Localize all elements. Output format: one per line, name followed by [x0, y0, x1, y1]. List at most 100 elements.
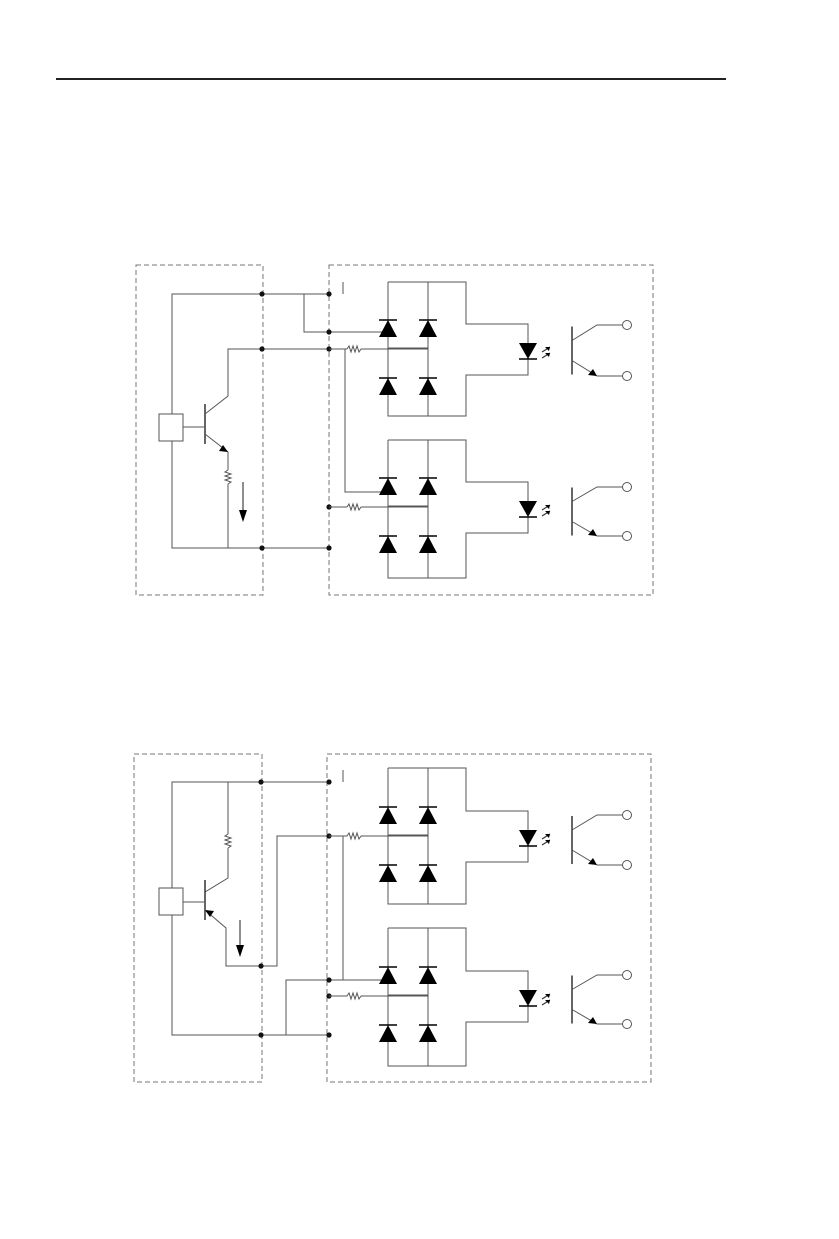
circuit-bottom — [133, 753, 652, 1083]
diode-icon — [419, 1024, 437, 1042]
wire — [571, 1009, 622, 1025]
transistor-emitter-arrow — [205, 910, 214, 917]
diode-triangle — [419, 320, 437, 337]
wire — [571, 974, 622, 990]
arrow-head — [239, 510, 247, 522]
resistor-icon — [346, 991, 362, 1001]
diode-triangle — [379, 865, 397, 882]
led-icon — [519, 343, 551, 360]
junction-dot-icon — [326, 779, 332, 785]
diode-icon — [419, 806, 437, 824]
terminal-icon — [622, 320, 632, 330]
wire — [387, 281, 529, 417]
led-ray-head — [545, 511, 550, 515]
phototransistor-icon — [571, 320, 632, 381]
led-icon — [519, 990, 551, 1007]
diode-triangle — [379, 1025, 397, 1042]
sensor-box — [135, 264, 264, 596]
wire — [204, 433, 229, 470]
sensor-element — [158, 413, 184, 442]
wire — [261, 835, 329, 967]
diode-icon — [379, 966, 397, 984]
led-ray-head — [545, 347, 550, 351]
wire — [285, 979, 329, 1035]
wire — [204, 909, 261, 967]
optocoupler-channel — [329, 927, 632, 1067]
led-ray-head — [545, 505, 550, 509]
phototransistor-icon — [571, 810, 632, 870]
optocoupler-box — [328, 264, 654, 596]
led-ray-head — [545, 353, 550, 357]
transistor-emitter-arrow — [219, 445, 228, 452]
circuit-top — [135, 264, 654, 596]
terminal-icon — [622, 371, 632, 381]
diode-triangle — [379, 378, 397, 395]
junction-dot-icon — [259, 291, 265, 297]
pt-emitter-arrow — [588, 529, 597, 536]
pt-emitter-arrow — [588, 858, 597, 865]
phototransistor-icon — [571, 970, 632, 1029]
resistor-icon — [346, 831, 362, 841]
wire — [571, 360, 622, 377]
diode-triangle — [379, 478, 397, 495]
led-ray-head — [545, 994, 550, 998]
diode-triangle — [419, 478, 437, 495]
junction-dot-icon — [258, 963, 264, 969]
diode-triangle — [379, 967, 397, 984]
diode-icon — [419, 319, 437, 337]
led-ray-head — [545, 834, 550, 838]
diode-icon — [379, 806, 397, 824]
junction-dot-icon — [259, 545, 265, 551]
current-arrow-icon — [239, 482, 247, 522]
terminal-icon — [622, 810, 632, 820]
diode-triangle — [419, 536, 437, 553]
terminal-icon — [622, 860, 632, 870]
arrow-head — [236, 945, 244, 957]
diode-icon — [419, 864, 437, 882]
wire — [171, 915, 329, 1036]
terminal-icon — [622, 970, 632, 980]
led-icon — [519, 501, 551, 518]
header-rule — [56, 78, 726, 80]
junction-dot-icon — [326, 291, 332, 297]
junction-dot-icon — [259, 346, 265, 352]
current-arrow-icon — [236, 920, 244, 957]
resistor-icon — [223, 469, 233, 485]
pt-emitter-arrow — [588, 1017, 597, 1024]
wire — [171, 781, 329, 888]
wire — [387, 767, 529, 905]
optocoupler-channel — [329, 439, 632, 579]
diode-icon — [419, 535, 437, 553]
wire — [387, 439, 529, 579]
led-triangle — [519, 990, 537, 1006]
wire — [204, 348, 329, 415]
diode-triangle — [419, 865, 437, 882]
led-triangle — [519, 501, 537, 517]
junction-dot-icon — [258, 1032, 264, 1038]
diode-triangle — [419, 807, 437, 824]
resistor-icon — [346, 344, 362, 354]
sensor-box — [133, 753, 263, 1083]
optocoupler-channel — [329, 767, 632, 905]
junction-dot-icon — [326, 1032, 332, 1038]
wire — [303, 294, 388, 333]
resistor-icon — [223, 833, 233, 849]
diode-icon — [379, 535, 397, 553]
diode-triangle — [379, 536, 397, 553]
diode-triangle — [419, 1025, 437, 1042]
wire — [571, 814, 622, 831]
wire — [171, 293, 329, 414]
resistor-icon — [346, 502, 362, 512]
diode-icon — [419, 966, 437, 984]
diode-icon — [379, 377, 397, 395]
diode-triangle — [379, 807, 397, 824]
wire — [387, 927, 529, 1067]
phototransistor-icon — [571, 482, 632, 541]
led-ray-head — [545, 840, 550, 844]
wire — [571, 324, 622, 341]
wire — [571, 849, 622, 866]
sensor-element — [158, 887, 184, 916]
led-triangle — [519, 343, 537, 359]
wire — [571, 521, 622, 537]
